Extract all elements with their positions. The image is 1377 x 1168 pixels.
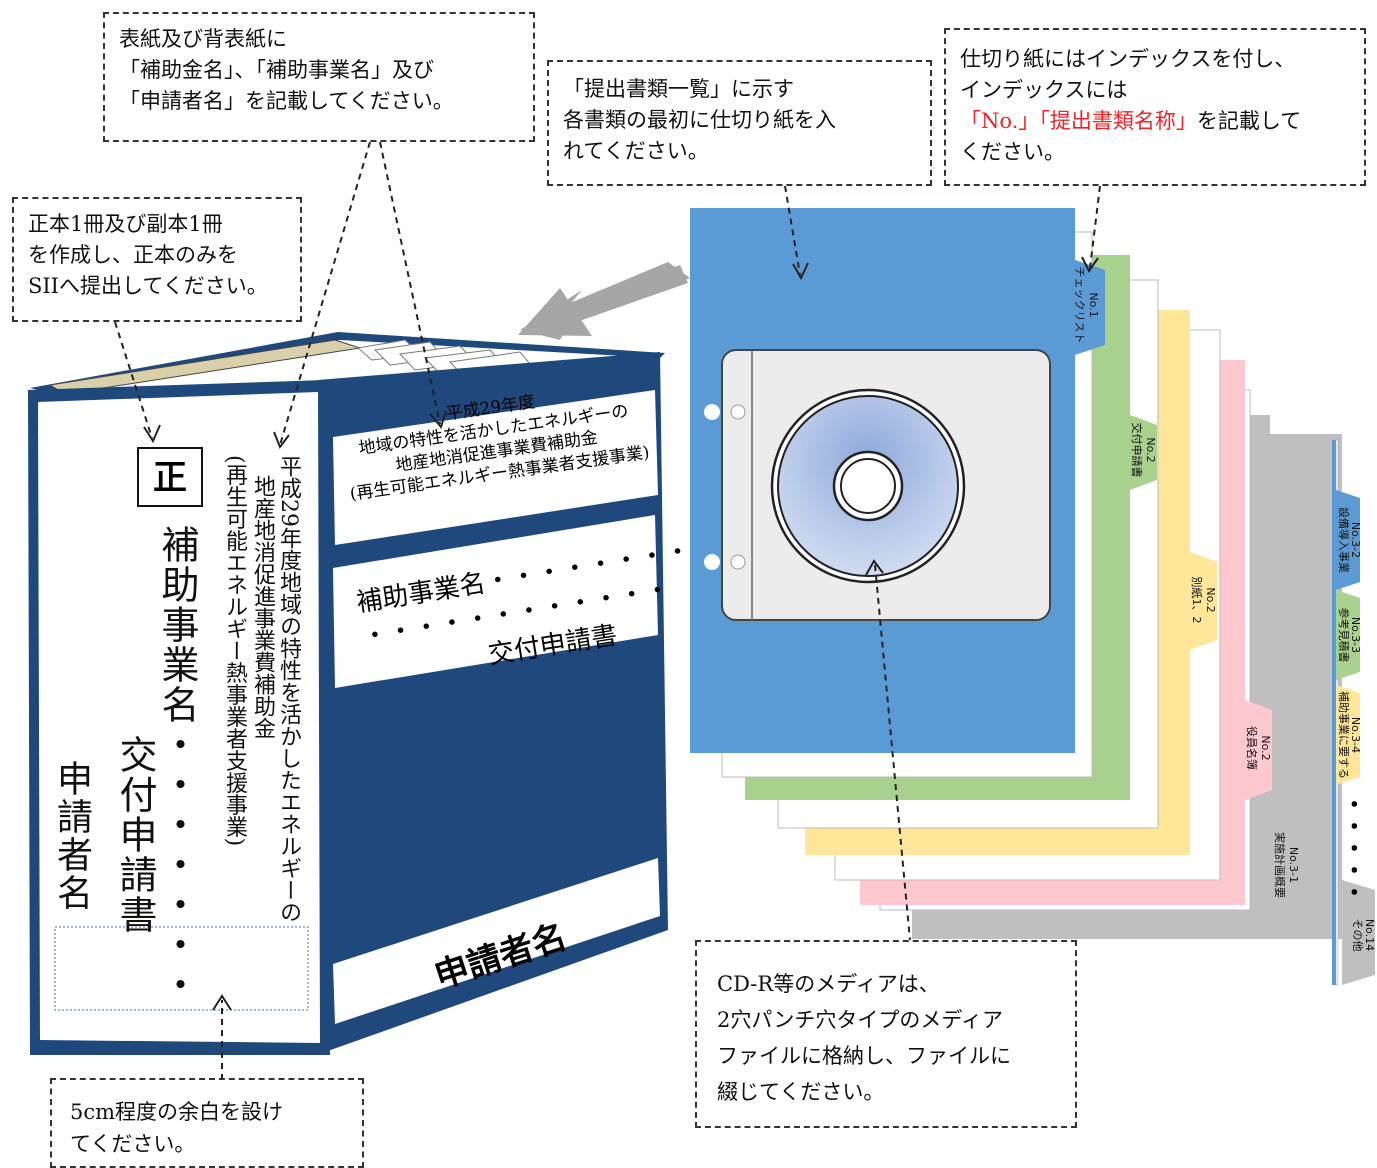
callout-media: CD-R等のメディアは、 2穴パンチ穴タイプのメディア ファイルに格納し、ファイ… <box>695 940 1077 1128</box>
callout-index-line2: インデックスには <box>960 78 1128 102</box>
tab-no3-3-no: No.3-3 <box>1349 617 1362 653</box>
tab-no2-bessi <box>1190 552 1217 650</box>
tab-no14-name: その他 <box>1351 919 1364 952</box>
file-edge <box>1332 440 1336 985</box>
tab-no14-no: No.14 <box>1363 919 1376 951</box>
tab-labels: No.1 チェックリスト No.2 交付申請書 No.2 別紙1、2 No.2 … <box>1073 267 1376 952</box>
tab-no14 <box>1342 880 1375 985</box>
cover-grant-name-col3: (再生可能エネルギー熱事業者支援事業) <box>222 455 247 847</box>
dashed-arrows <box>114 141 1101 1080</box>
tab-bessi-no: No.2 <box>1204 587 1217 612</box>
callout-media-line1: CD-R等のメディアは、 <box>717 972 940 996</box>
cover-grant-application: 交付申請書 <box>113 735 157 935</box>
cover-applicant: 申請者名 <box>51 760 92 912</box>
callout-copies: 正本1冊及び副本1冊 を作成し、正本のみを SIIへ提出してください。 <box>12 197 302 322</box>
callout-index-red: 「No.」「提出書類名称」 <box>960 109 1197 133</box>
callout-cover-line1: 表紙及び背表紙に <box>119 27 287 51</box>
callout-divider-line1: 「提出書類一覧」に示す <box>563 77 794 101</box>
callout-index-line1: 仕切り紙にはインデックスを付し、 <box>960 47 1296 71</box>
callout-index-line4: ください。 <box>960 140 1065 164</box>
binder-cover-paper <box>38 392 320 1043</box>
original-mark: 正 <box>153 458 187 498</box>
tab-no3-1-no: No.3-1 <box>1287 847 1300 883</box>
punch-hole-4 <box>730 554 746 570</box>
tab-no3-2-no: No.3-2 <box>1349 522 1362 558</box>
tab-kofu-name: 交付申請書 <box>1130 423 1144 478</box>
callout-margin-line2: てください。 <box>70 1132 196 1156</box>
punch-hole-2 <box>704 554 720 570</box>
tab-no3-4-name: 補助事業に要する <box>1337 691 1351 779</box>
spine-label-project <box>333 515 658 688</box>
callout-copies-line1: 正本1冊及び副本1冊 <box>28 212 223 236</box>
original-mark-box <box>137 447 203 507</box>
cover-grant-name-col2: 地産地消促進事業費補助金 <box>250 475 275 739</box>
cover-project-name: 補助事業名・・・・・・・ <box>155 525 199 1005</box>
tab-no3-3 <box>1336 590 1360 680</box>
tab-no3-4 <box>1336 685 1360 785</box>
callout-copies-line3: SIIへ提出してください。 <box>28 274 268 298</box>
callout-index-rest: を記載して <box>1196 109 1302 133</box>
callout-cover: 表紙及び背表紙に 「補助金名」、「補助事業名」及び 「申請者名」を記載してくださ… <box>103 12 535 142</box>
arrow-heads <box>143 256 1099 1011</box>
tab-no1-no: No.1 <box>1087 292 1100 317</box>
callout-margin: 5cm程度の余白を設け てください。 <box>50 1078 364 1168</box>
tab-no2-yakuin <box>1245 700 1272 800</box>
tab-no3-1-name: 実施計画概要 <box>1273 832 1287 898</box>
tab-kofu-no: No.2 <box>1144 437 1157 462</box>
tab-ellipsis: ・・・・・ <box>1340 793 1365 903</box>
punch-hole-3 <box>730 404 746 420</box>
punch-hole-1 <box>704 404 720 420</box>
tab-no1-name: チェックリスト <box>1073 267 1086 344</box>
divider-stack <box>690 208 1375 986</box>
callout-media-line4: 綴じてください。 <box>717 1080 885 1104</box>
callout-copies-line2: を作成し、正本のみを <box>28 243 238 267</box>
callout-margin-line1: 5cm程度の余白を設け <box>70 1100 284 1124</box>
tab-no2-kofu <box>1130 415 1157 490</box>
spine-label-title <box>333 390 658 545</box>
tab-yakuin-name: 役員名簿 <box>1245 726 1259 770</box>
tab-bessi-name: 別紙1、2 <box>1190 577 1204 624</box>
callout-cover-line2: 「補助金名」、「補助事業名」及び <box>119 58 434 82</box>
tab-no3-3-name: 参考見積書 <box>1337 608 1351 663</box>
callout-divider-line3: れてください。 <box>563 139 709 163</box>
big-arrow-head <box>518 262 690 336</box>
callout-divider: 「提出書類一覧」に示す 各書類の最初に仕切り紙を入 れてください。 <box>547 60 932 186</box>
tab-no3-1 <box>1270 800 1300 930</box>
callout-divider-line2: 各書類の最初に仕切り紙を入 <box>563 108 836 132</box>
callout-cover-line3: 「申請者名」を記載してください。 <box>119 89 454 113</box>
tab-no3-2-name: 設備導入事業 <box>1337 507 1351 573</box>
cover-grant-name-col1: 平成29年度地域の特性を活かしたエネルギーの <box>276 455 301 923</box>
callout-media-line2: 2穴パンチ穴タイプのメディア <box>717 1008 1003 1032</box>
tab-yakuin-no: No.2 <box>1259 735 1272 760</box>
tab-no3-4-no: No.3-4 <box>1349 717 1362 753</box>
callout-media-line3: ファイルに格納し、ファイルに <box>717 1044 1011 1068</box>
callout-index-line3: 「No.」「提出書類名称」を記載して <box>960 106 1350 137</box>
callout-index: 仕切り紙にはインデックスを付し、 インデックスには 「No.」「提出書類名称」を… <box>944 28 1366 186</box>
binder-top-edge <box>30 332 665 392</box>
binder: 正 平成29年度 地域の特性を活かしたエネルギーの 地産地消促進事業費補助金 (… <box>28 332 693 1055</box>
cd-hole <box>840 458 896 514</box>
tab-no1 <box>1075 260 1105 355</box>
tab-no3-2 <box>1336 490 1360 590</box>
spine-label-applicant <box>333 858 660 1024</box>
